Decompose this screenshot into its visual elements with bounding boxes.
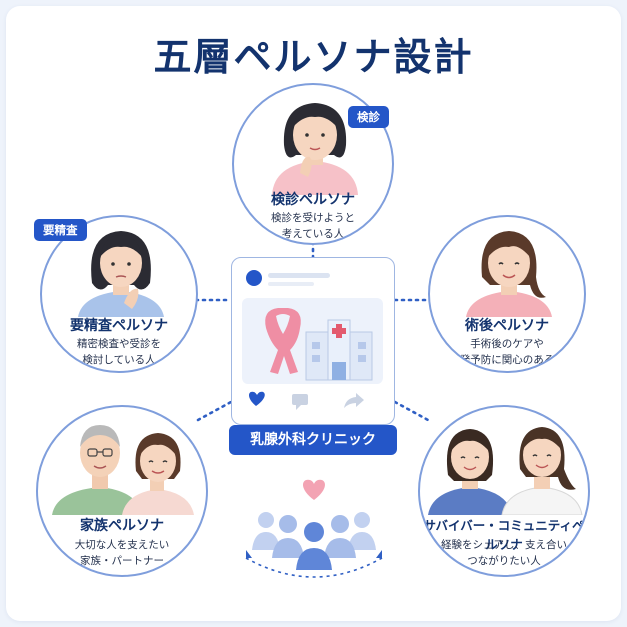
comment-icon [292,394,308,405]
persona-survivor-desc-line1: 経験をシェアし、支え合い [441,539,567,551]
persona-kazoku-name: 家族ペルソナ [80,518,164,534]
persona-survivor-desc-line2: つながりたい人 [467,555,541,567]
woman-thinking-icon [272,103,358,195]
community-group-icon [245,479,383,578]
persona-yoseisa-name: 要精査ペルソナ [70,318,168,334]
persona-survivor-name: サバイバー・コミュニティペルソナ [423,518,585,552]
persona-jutsugo: 術後ペルソナ 手術後のケアや 再発予防に関心のある人 [428,215,586,373]
persona-kenshin-desc-line2: 考えている人 [281,228,345,240]
clinic-label: 乳腺外科クリニック [229,425,397,455]
page-title: 五層ペルソナ設計 [153,35,474,79]
persona-kazoku-desc-line1: 大切な人を支えたい [74,539,170,551]
persona-kenshin-name: 検診ペルソナ [271,192,355,208]
persona-kenshin-desc-line1: 検診を受けようと [271,212,355,224]
community-heart-icon [303,479,325,500]
two-women-icon [428,427,583,515]
badge-yoseisa: 要精査 [34,219,87,241]
clinic-post-card [231,257,395,425]
pink-ribbon-icon [265,308,301,374]
persona-survivor: サバイバー・コミュニティペルソナ 経験をシェアし、支え合い つながりたい人 [418,405,590,577]
persona-yoseisa-desc-line2: 検討している人 [82,354,156,366]
woman-worried-icon [78,231,164,317]
avatar-dot-icon [246,270,262,286]
family-couple-icon [52,425,194,515]
persona-jutsugo-name: 術後ペルソナ [465,318,549,334]
hospital-icon [305,319,373,381]
heart-icon [249,391,265,406]
persona-kazoku: 家族ペルソナ 大切な人を支えたい 家族・パートナー [36,405,208,577]
persona-jutsugo-desc-line2: 再発予防に関心のある人 [449,354,565,366]
persona-yoseisa: 要精査ペルソナ 精密検査や受診を 検討している人 [40,215,198,373]
persona-kazoku-desc-line2: 家族・パートナー [80,555,164,567]
persona-yoseisa-desc-line1: 精密検査や受診を [77,338,161,350]
woman-smiling-icon [466,231,552,317]
badge-kenshin: 検診 [348,106,389,128]
connector-left-lower [196,400,233,422]
persona-jutsugo-desc-line1: 手術後のケアや [470,338,544,350]
persona-kenshin: 検診ペルソナ 検診を受けようと 考えている人 [232,83,394,245]
connector-right-lower [393,400,430,422]
share-icon [344,393,364,408]
post-card-graphics [242,270,383,410]
